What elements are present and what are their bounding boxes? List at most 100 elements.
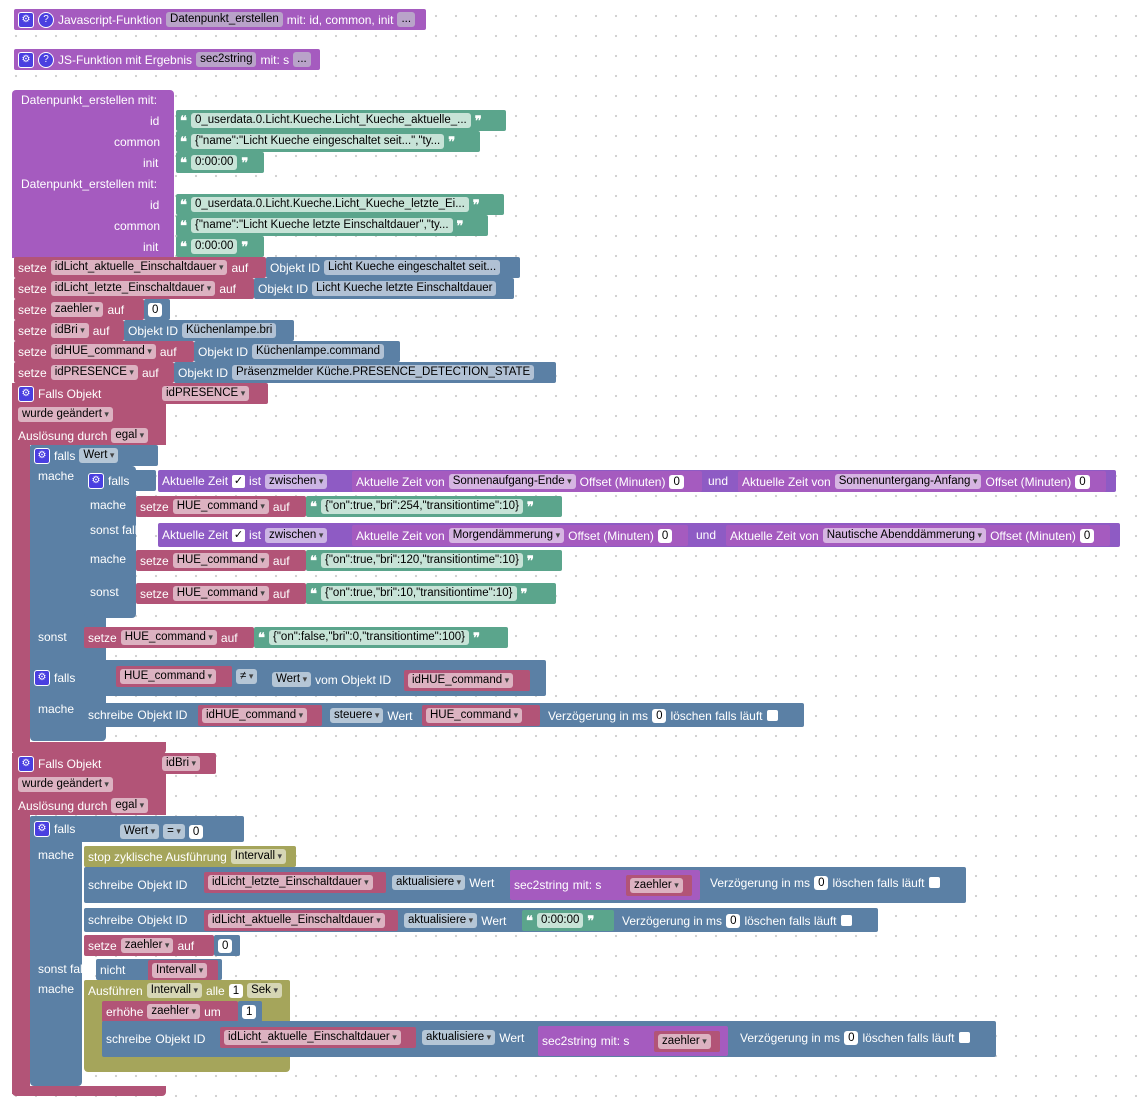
more-button[interactable]: ... — [397, 12, 416, 27]
string-block[interactable]: ❝0:00:00❞ — [176, 236, 264, 257]
astro-dropdown[interactable]: Sonnenuntergang-Anfang — [834, 474, 982, 489]
object-id-field[interactable]: Licht Kueche eingeschaltet seit... — [324, 260, 501, 275]
time-of-block[interactable]: Aktuelle Zeit vonSonnenaufgang-EndeOffse… — [352, 471, 702, 492]
cause-dropdown[interactable]: egal — [111, 798, 149, 813]
js-function-block[interactable]: ⚙ ? Javascript-Funktion Datenpunkt_erste… — [14, 9, 426, 30]
var-dropdown[interactable]: idPRESENCE — [50, 365, 138, 380]
var-dropdown[interactable]: idBri — [50, 323, 89, 338]
unit-dropdown[interactable]: Sek — [247, 983, 282, 998]
set-var-block[interactable]: setzeidPRESENCEauf — [14, 362, 174, 383]
string-block[interactable]: ❝0_userdata.0.Licht.Kueche.Licht_Kueche_… — [176, 110, 506, 131]
compare-op[interactable]: ≠ — [232, 666, 262, 687]
var-dropdown[interactable]: zaehler — [120, 938, 174, 953]
offset-field[interactable]: 0 — [669, 474, 684, 489]
astro-dropdown[interactable]: Sonnenaufgang-Ende — [448, 474, 576, 489]
number-block[interactable]: 0 — [214, 935, 240, 956]
gear-icon[interactable]: ⚙ — [34, 447, 50, 464]
dp-call-block-2[interactable] — [12, 174, 174, 258]
offset-field[interactable]: 0 — [1075, 474, 1090, 489]
string-block[interactable]: ❝{"name":"Licht Kueche letzte Einschaltd… — [176, 215, 488, 236]
change-dropdown[interactable]: wurde geändert — [18, 777, 113, 792]
hue-var-block[interactable]: HUE_command — [422, 705, 540, 726]
gear-icon[interactable]: ⚙ — [34, 670, 50, 686]
var-dropdown[interactable]: Intervall — [152, 963, 208, 978]
astro-dropdown[interactable]: Morgendämmerung — [448, 528, 565, 543]
gear-icon[interactable]: ⚙ — [18, 385, 34, 402]
string-value[interactable]: {"on":false,"bri":0,"transitiontime":100… — [269, 630, 469, 645]
check-icon[interactable]: ✓ — [232, 528, 246, 542]
gear-icon[interactable]: ⚙ — [88, 472, 104, 489]
string-block[interactable]: ❝{"name":"Licht Kueche eingeschaltet sei… — [176, 131, 480, 152]
string-value[interactable]: 0:00:00 — [537, 913, 584, 928]
gear-icon[interactable]: ⚙ — [34, 821, 50, 837]
help-icon[interactable]: ? — [38, 11, 54, 28]
var-block[interactable]: zaehler — [626, 875, 692, 896]
string-value[interactable]: {"name":"Licht Kueche eingeschaltet seit… — [191, 134, 445, 149]
object-id-field[interactable]: Licht Kueche letzte Einschaltdauer — [312, 281, 497, 296]
var-dropdown[interactable]: zaehler — [147, 1004, 201, 1019]
string-value[interactable]: 0_userdata.0.Licht.Kueche.Licht_Kueche_a… — [191, 113, 471, 128]
operator-dropdown[interactable]: ≠ — [236, 669, 258, 684]
var-block[interactable]: zaehler — [654, 1031, 720, 1052]
clear-checkbox[interactable] — [928, 877, 940, 888]
function-name-field[interactable]: sec2string — [196, 52, 257, 67]
string-value[interactable]: 0_userdata.0.Licht.Kueche.Licht_Kueche_l… — [191, 197, 469, 212]
string-block[interactable]: ❝{"on":true,"bri":120,"transitiontime":1… — [306, 550, 562, 571]
delay-field[interactable]: 0 — [652, 708, 667, 723]
var-dropdown[interactable]: HUE_command — [120, 669, 217, 684]
var-dropdown[interactable]: idHUE_command — [408, 673, 514, 688]
js-result-function-block[interactable]: ⚙ ? JS-Funktion mit Ergebnis sec2string … — [14, 49, 320, 70]
string-value[interactable]: {"on":true,"bri":254,"transitiontime":10… — [321, 499, 523, 514]
number-field[interactable]: 0 — [218, 938, 233, 953]
operator-dropdown[interactable]: = — [163, 824, 185, 839]
delay-field[interactable]: 0 — [726, 913, 741, 928]
value-dropdown[interactable]: Wert — [120, 824, 160, 839]
delay-field[interactable]: 0 — [814, 875, 829, 890]
time-of-block[interactable]: Aktuelle Zeit vonSonnenuntergang-AnfangO… — [738, 471, 1106, 492]
dp-call-block-1[interactable] — [12, 90, 174, 174]
interval-var-block[interactable]: Intervall — [148, 960, 218, 981]
var-dropdown[interactable]: HUE_command — [426, 708, 523, 723]
string-block[interactable]: ❝0:00:00❞ — [176, 152, 264, 173]
var-dropdown[interactable]: HUE_command — [172, 586, 269, 601]
number-field[interactable]: 0 — [148, 302, 163, 317]
gear-icon[interactable]: ⚙ — [18, 11, 34, 28]
string-value[interactable]: {"name":"Licht Kueche letzte Einschaltda… — [191, 218, 453, 233]
compare-dropdown[interactable]: zwischen — [265, 473, 328, 489]
interval-value[interactable]: 1 — [228, 983, 244, 998]
set-var-block[interactable]: setzezaehlerauf — [84, 935, 214, 956]
var-dropdown[interactable]: zaehler — [658, 1034, 711, 1049]
var-dropdown[interactable]: idLicht_aktuelle_Einschaltdauer — [208, 913, 385, 928]
trigger-object-dropdown[interactable]: idBri — [162, 756, 201, 771]
offset-field[interactable]: 0 — [657, 528, 673, 543]
increment-block[interactable]: erhöhezaehlerum — [102, 1001, 238, 1022]
var-dropdown[interactable]: idHUE_command — [50, 344, 156, 359]
mode-dropdown[interactable]: aktualisiere — [404, 913, 478, 928]
string-block[interactable]: ❝0:00:00❞ — [522, 910, 614, 931]
var-dropdown[interactable]: idLicht_letzte_Einschaltdauer — [208, 875, 373, 890]
compare-block[interactable]: Wert=0 — [116, 821, 236, 842]
set-var-block[interactable]: setzezaehlerauf — [14, 299, 144, 320]
clear-checkbox[interactable] — [840, 915, 852, 926]
interval-dropdown[interactable]: Intervall — [230, 849, 287, 864]
var-dropdown[interactable]: idHUE_command — [202, 708, 308, 723]
string-value[interactable]: {"on":true,"bri":10,"transitiontime":10} — [321, 586, 517, 601]
obj-var-block[interactable]: idHUE_command — [198, 705, 322, 726]
var-dropdown[interactable]: idLicht_aktuelle_Einschaltdauer — [50, 260, 228, 275]
string-value[interactable]: 0:00:00 — [191, 155, 238, 170]
if-block-time[interactable] — [84, 466, 136, 618]
more-button[interactable]: ... — [293, 52, 311, 67]
string-block[interactable]: ❝0_userdata.0.Licht.Kueche.Licht_Kueche_… — [176, 194, 504, 215]
var-dropdown[interactable]: zaehler — [630, 878, 683, 893]
var-dropdown[interactable]: idLicht_letzte_Einschaltdauer — [50, 281, 216, 296]
